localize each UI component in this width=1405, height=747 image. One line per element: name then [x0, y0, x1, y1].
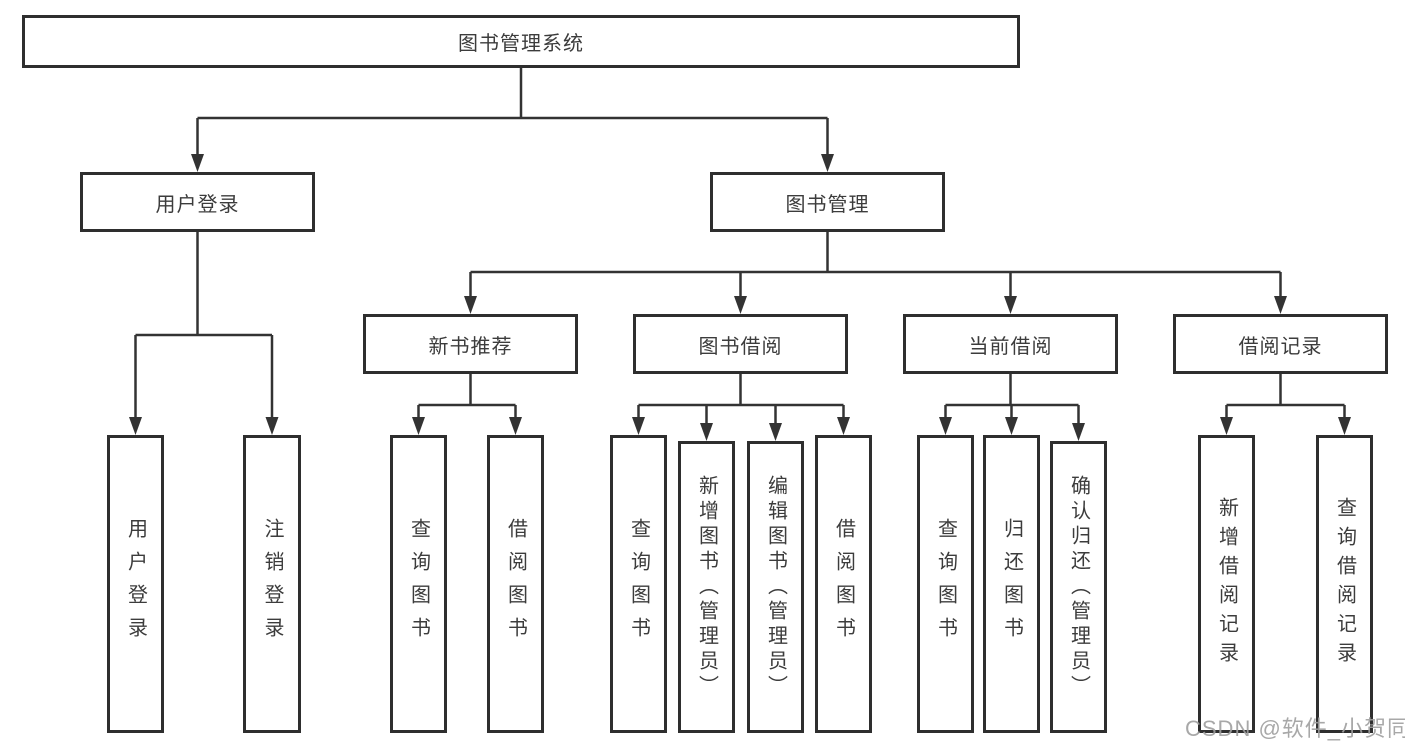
- leaf-current-confirm-return-admin: 确认归还（管理员）: [1050, 441, 1107, 733]
- leaf-borrowing-query-books: 查询图书: [610, 435, 667, 733]
- leaf-records-add-record: 新增借阅记录: [1198, 435, 1255, 733]
- leaf-current-query-books: 查询图书: [917, 435, 974, 733]
- leaf-user-login: 用户登录: [107, 435, 164, 733]
- node-user-login: 用户登录: [80, 172, 315, 232]
- leaf-borrowing-borrow-books: 借阅图书: [815, 435, 872, 733]
- node-new-book-recommend: 新书推荐: [363, 314, 578, 374]
- leaf-logout: 注销登录: [243, 435, 301, 733]
- node-current-borrowing: 当前借阅: [903, 314, 1118, 374]
- arrowhead-icons: [129, 154, 1351, 441]
- leaf-records-query-record: 查询借阅记录: [1316, 435, 1373, 733]
- watermark: CSDN @软件_小贺同学: [1185, 716, 1405, 741]
- node-library-system: 图书管理系统: [22, 15, 1020, 68]
- leaf-current-return-books: 归还图书: [983, 435, 1040, 733]
- node-book-borrowing: 图书借阅: [633, 314, 848, 374]
- node-book-management: 图书管理: [710, 172, 945, 232]
- leaf-recommend-borrow-books: 借阅图书: [487, 435, 544, 733]
- leaf-borrowing-edit-books-admin: 编辑图书（管理员）: [747, 441, 804, 733]
- node-borrowing-records: 借阅记录: [1173, 314, 1388, 374]
- leaf-borrowing-add-books-admin: 新增图书（管理员）: [678, 441, 735, 733]
- leaf-recommend-query-books: 查询图书: [390, 435, 447, 733]
